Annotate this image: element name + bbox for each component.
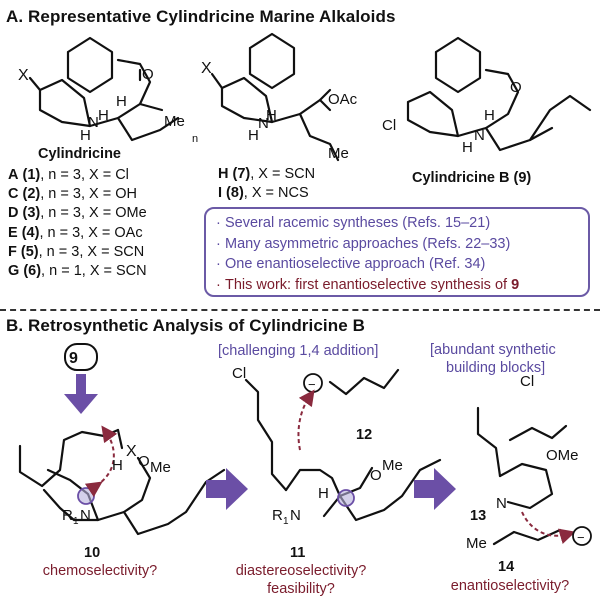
section-a-title: A. Representative Cylindricine Marine Al… — [6, 7, 396, 26]
atom-x-b: X — [126, 443, 137, 460]
atom-n-b2: N — [290, 507, 301, 524]
atom-n-3: N — [474, 127, 485, 144]
atom-ome: OMe — [546, 447, 579, 464]
atom-n-subscript: n — [192, 133, 198, 145]
carbanion-14 — [572, 526, 592, 546]
compound-row: G (6), n = 1, X = SCN — [8, 263, 147, 280]
atom-oac: OAc — [328, 91, 358, 108]
atom-me-2: Me — [328, 145, 349, 162]
atom-n-b1: N — [80, 507, 91, 524]
compound-i-label: I (8), X = NCS — [218, 185, 309, 201]
down-arrow-shaft — [76, 374, 86, 396]
atom-minus-12: − — [308, 377, 316, 392]
note-challenging-addition: [challenging 1,4 addition] — [218, 343, 379, 359]
atom-o-1: O — [142, 66, 154, 83]
atom-sub1-b1: 1 — [73, 516, 79, 527]
cylindricine-skeleton — [28, 36, 180, 142]
atom-h-6: H — [484, 107, 495, 124]
dashed-arrow-11 — [297, 389, 315, 451]
compound-13-number: 13 — [470, 508, 487, 524]
question-feasibility: feasibility? — [267, 581, 335, 597]
compound-12-number: 12 — [356, 427, 373, 443]
atom-me-1: Me — [164, 113, 185, 130]
atom-o-b1: O — [138, 453, 150, 470]
question-diastereoselectivity: diastereoselectivity? — [235, 563, 367, 579]
atom-o-3: O — [510, 79, 522, 96]
atom-n-1: N — [88, 114, 99, 131]
atom-h-5: H — [266, 107, 277, 124]
synthesis-history-box: ·Several racemic syntheses (Refs. 15–21)… — [204, 207, 590, 297]
compound-13-skeleton — [476, 406, 568, 546]
atom-n-b3: N — [496, 495, 507, 512]
compound-row: E (4), n = 3, X = OAc — [8, 224, 143, 241]
atom-o-b2: O — [370, 467, 382, 484]
atom-n-2: N — [258, 115, 269, 132]
cylindricine-b-label: Cylindricine B (9) — [412, 170, 532, 186]
stereocenter-circle-10 — [77, 487, 95, 505]
compound-row: A (1), n = 3, X = Cl — [8, 167, 129, 183]
target-number: 9 — [69, 350, 78, 367]
question-enantioselectivity: enantioselectivity? — [450, 578, 570, 594]
infobox-item: ·This work: first enantioselective synth… — [216, 276, 520, 293]
dashed-arrow-14 — [521, 511, 576, 544]
section-divider — [0, 309, 600, 311]
cylindricine-b-skeleton — [406, 36, 592, 152]
compound-11-number: 11 — [290, 545, 306, 561]
compound-row: F (5), n = 3, X = SCN — [8, 243, 145, 260]
stereocenter-circle-11 — [337, 489, 355, 507]
dashed-arrow-10 — [84, 425, 118, 498]
atom-cl-1: Cl — [382, 117, 396, 134]
down-arrow-head — [64, 394, 98, 414]
atom-cl-b1: Cl — [232, 365, 246, 382]
atom-h-b: H — [112, 457, 123, 474]
compound-14-number: 14 — [498, 559, 515, 575]
atom-h-1: H — [116, 93, 127, 110]
infobox-item: ·Several racemic syntheses (Refs. 15–21) — [216, 215, 491, 231]
compound-10-number: 10 — [84, 545, 101, 561]
atom-h-2: H — [80, 127, 91, 144]
atom-me-b1: Me — [150, 459, 171, 476]
atom-minus-14: − — [577, 530, 585, 545]
compound-h-label: H (7), X = SCN — [218, 166, 316, 182]
atom-h-7: H — [462, 139, 473, 156]
atom-x-2: X — [201, 60, 212, 77]
question-chemoselectivity: chemoselectivity? — [42, 563, 158, 579]
atom-h-4: H — [248, 127, 259, 144]
infobox-item: ·One enantioselective approach (Ref. 34) — [216, 256, 486, 272]
retro-arrow-2 — [414, 468, 456, 510]
atom-r-b2: R — [272, 507, 283, 524]
compound-list: A (1), n = 3, X = Cl C (2), n = 3, X = OH… — [8, 166, 147, 281]
atom-me-b2: Me — [382, 457, 403, 474]
compound-row: D (3), n = 3, X = OMe — [8, 205, 147, 222]
atom-me-b3: Me — [466, 535, 487, 552]
target-bubble — [64, 343, 98, 371]
atom-x-1: X — [18, 67, 29, 84]
section-b-title: B. Retrosynthetic Analysis of Cylindrici… — [6, 316, 365, 335]
compound-row: C (2), n = 3, X = OH — [8, 186, 137, 203]
atom-sub1-b2: 1 — [283, 516, 289, 527]
note-building-blocks-2: building blocks] — [446, 360, 546, 376]
atom-h-3: H — [98, 107, 109, 124]
note-building-blocks-1: [abundant synthetic — [430, 342, 556, 358]
cylindricine-label: Cylindricine — [38, 146, 121, 162]
compound-10-skeleton — [18, 428, 226, 536]
atom-h-b2: H — [318, 485, 329, 502]
retro-arrow-1 — [206, 468, 248, 510]
atom-cl-b2: Cl — [520, 373, 534, 390]
atom-r-b1: R — [62, 507, 73, 524]
infobox-item: ·Many asymmetric approaches (Refs. 22–33… — [216, 235, 511, 252]
h-compound-skeleton — [210, 32, 340, 162]
